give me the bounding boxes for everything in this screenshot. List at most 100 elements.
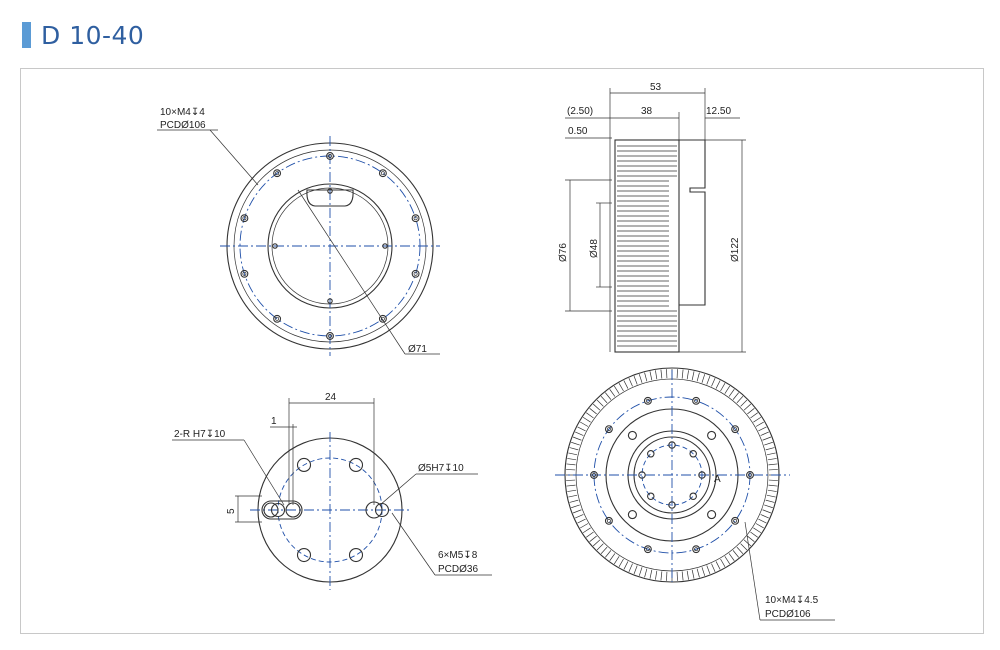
- side-flange: [679, 139, 706, 306]
- rear-fin-tooth: [575, 514, 584, 519]
- rear-flange-hole: [627, 430, 637, 440]
- front-bolt-hole: [273, 314, 282, 323]
- rear-fin-tooth: [649, 371, 653, 381]
- rear-fin-teeth: [566, 369, 778, 581]
- rear-fin-tooth: [638, 567, 643, 576]
- rear-fin-tooth: [755, 523, 764, 529]
- output-dim-1: 1: [271, 416, 277, 427]
- front-bolt-holes: [240, 152, 420, 340]
- rear-inner-hole: [698, 471, 706, 479]
- rear-fin-tooth: [758, 426, 767, 432]
- output-thread-callout: 6×M5↧8: [438, 550, 478, 561]
- rear-fin-tooth: [586, 531, 594, 538]
- output-thread-hole: [348, 547, 364, 563]
- rear-fin-tooth: [768, 484, 778, 487]
- rear-fin-tooth: [753, 527, 762, 534]
- output-thread-leader: [391, 512, 436, 576]
- rear-label-a: A: [714, 474, 721, 485]
- rear-fin-tooth: [724, 556, 731, 565]
- rear-fin-tooth: [701, 567, 706, 576]
- rear-fin-tooth: [577, 426, 586, 432]
- front-bolt-hole-inner: [242, 216, 247, 221]
- rear-fin-tooth: [767, 489, 777, 492]
- front-bolt-hole-inner: [413, 216, 418, 221]
- rear-fin-tooth: [681, 369, 684, 379]
- rear-flange-hole: [627, 510, 637, 520]
- rear-flange-hole: [707, 430, 717, 440]
- rear-fin-tooth: [589, 408, 597, 415]
- rear-fin-tooth: [592, 539, 601, 547]
- rear-inner-hole: [647, 450, 655, 458]
- rear-pcd-text: PCDØ106: [765, 609, 811, 620]
- rear-fin-tooth: [706, 565, 711, 575]
- front-bolt-hole: [411, 214, 420, 223]
- rear-fin-tooth: [728, 389, 735, 397]
- rear-bolt-hole-inner: [733, 427, 738, 432]
- output-pin-leader: [243, 439, 285, 506]
- rear-flange-hole: [707, 510, 717, 520]
- front-inner-marks: [272, 188, 388, 304]
- rear-inner-hole: [689, 450, 697, 458]
- rear-fin-tooth: [618, 558, 624, 567]
- output-pin-slot: [261, 500, 303, 520]
- output-view: 24 1 5 2-R H7↧10 Ø5H7↧10 6×M5↧8 PCDØ36: [172, 392, 492, 590]
- rear-inner-hole: [638, 471, 646, 479]
- rear-fin-tooth: [696, 372, 700, 382]
- rear-fin-tooth: [740, 543, 748, 551]
- rear-fin-tooth: [760, 431, 769, 436]
- rear-fin-tooth: [743, 403, 752, 411]
- side-dim-122: Ø122: [730, 237, 741, 262]
- rear-bolt-hole: [604, 425, 613, 434]
- rear-fin-tooth: [755, 421, 764, 427]
- front-bore-leader: [297, 189, 406, 355]
- side-dim-050: 0.50: [568, 126, 588, 137]
- rear-bolt-hole: [692, 396, 701, 405]
- front-inner-mark: [272, 243, 278, 249]
- rear-fin-tooth: [596, 543, 604, 551]
- rear-fin-tooth: [720, 383, 726, 392]
- rear-fin-tooth: [571, 441, 580, 446]
- rear-bolt-hole: [731, 425, 740, 434]
- side-dim-53: 53: [650, 82, 662, 93]
- front-bolt-hole-inner: [380, 171, 385, 176]
- rear-fin-tooth: [580, 523, 589, 529]
- rear-bolt-hole: [643, 545, 652, 554]
- front-bolt-hole-inner: [275, 171, 280, 176]
- rear-fin-tooth: [628, 378, 633, 387]
- rear-fin-tooth: [736, 395, 744, 404]
- rear-fin-tooth: [596, 399, 604, 407]
- rear-bolt-hole-inner: [645, 547, 650, 552]
- drawing-frame: [20, 68, 984, 634]
- front-bolt-hole: [378, 169, 387, 178]
- rear-fin-tooth: [567, 489, 577, 492]
- rear-fin-tooth: [575, 431, 584, 436]
- side-dim-250: (2.50): [567, 106, 593, 117]
- rear-fin-tooth: [732, 550, 739, 558]
- rear-fin-tooth: [569, 447, 579, 451]
- rear-fin-tooth: [568, 452, 578, 456]
- rear-fin-tooth: [638, 374, 643, 383]
- rear-bolt-hole-inner: [606, 518, 611, 523]
- front-bore-dim-text: Ø71: [408, 344, 427, 355]
- front-view: 10×M4↧4 PCDØ106 Ø71: [157, 107, 440, 356]
- output-thread-holes: [270, 457, 390, 563]
- rear-fin-tooth: [736, 546, 744, 555]
- rear-inner-hole: [689, 492, 697, 500]
- rear-inner-hole: [668, 501, 676, 509]
- rear-fin-tooth: [618, 383, 624, 392]
- front-inner-mark: [382, 243, 388, 249]
- rear-bolt-hole-inner: [694, 547, 699, 552]
- rear-fin-tooth: [628, 563, 633, 572]
- output-thread-hole: [296, 457, 312, 473]
- rear-fin-tooth: [762, 509, 772, 514]
- output-dim-24: 24: [325, 392, 337, 403]
- rear-fin-tooth: [750, 412, 758, 419]
- rear-fin-tooth: [753, 416, 762, 423]
- rear-fin-tooth: [572, 509, 582, 514]
- rear-fin-tooth: [566, 463, 576, 466]
- rear-fin-tooth: [747, 408, 755, 415]
- rear-fin-tooth: [711, 563, 716, 572]
- rear-fin-tooth: [586, 412, 594, 419]
- rear-bolt-hole-inner: [645, 398, 650, 403]
- rear-fin-tooth: [686, 570, 689, 580]
